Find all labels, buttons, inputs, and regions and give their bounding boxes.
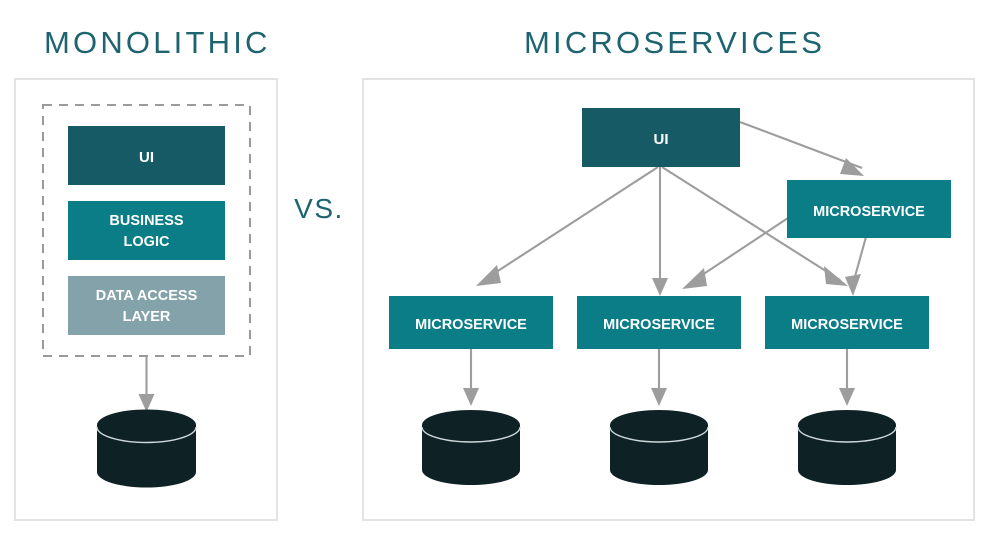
microservices-ui-label: UI	[654, 131, 669, 148]
monolith-layer-ui[interactable]: UI	[68, 126, 225, 185]
connector-ui-to-right-service	[739, 121, 864, 176]
monolithic-panel	[14, 78, 278, 521]
connector-ui-to-service-2	[652, 167, 668, 296]
monolith-layer-business-logic-label-line2: LOGIC	[124, 234, 170, 250]
microservice-box-3[interactable]: MICROSERVICE	[765, 296, 929, 349]
microservice-database-3	[797, 410, 897, 485]
monolithic-title: MONOLITHIC	[44, 25, 271, 60]
connector-ui-to-service-3	[661, 166, 848, 286]
monolith-layer-ui-label: UI	[139, 149, 154, 166]
microservice-box-3-label: MICROSERVICE	[791, 317, 903, 333]
microservice-database-2	[609, 410, 709, 485]
microservice-box-1[interactable]: MICROSERVICE	[389, 296, 553, 349]
connector-right-service-to-service-2	[682, 217, 789, 289]
microservice-box-right[interactable]: MICROSERVICE	[787, 180, 951, 238]
microservice-database-1	[421, 410, 521, 485]
connector-service-2-to-database-2	[651, 348, 667, 406]
monolith-layer-data-access-label-line1: DATA ACCESS	[96, 288, 198, 304]
microservice-box-2-label: MICROSERVICE	[603, 317, 715, 333]
microservices-ui-box[interactable]: UI	[582, 108, 740, 167]
microservices-panel	[362, 78, 975, 521]
microservices-title: MICROSERVICES	[524, 25, 825, 60]
connector-ui-to-service-1	[476, 166, 659, 286]
connector-service-1-to-database-1	[463, 348, 479, 406]
versus-label: VS.	[294, 193, 344, 224]
microservice-box-1-label: MICROSERVICE	[415, 317, 527, 333]
microservice-box-2[interactable]: MICROSERVICE	[577, 296, 741, 349]
monolith-arrow-to-database	[138, 356, 155, 412]
monolith-layer-data-access[interactable]: DATA ACCESS LAYER	[68, 276, 225, 335]
monolith-layer-business-logic[interactable]: BUSINESS LOGIC	[68, 201, 225, 260]
monolith-database	[96, 409, 197, 488]
microservice-box-right-label: MICROSERVICE	[813, 204, 925, 220]
connector-service-3-to-database-3	[839, 348, 855, 406]
monolith-layer-business-logic-label-line1: BUSINESS	[109, 213, 183, 229]
monolith-layer-data-access-label-line2: LAYER	[123, 309, 171, 325]
connector-right-service-to-service-3	[845, 236, 868, 296]
